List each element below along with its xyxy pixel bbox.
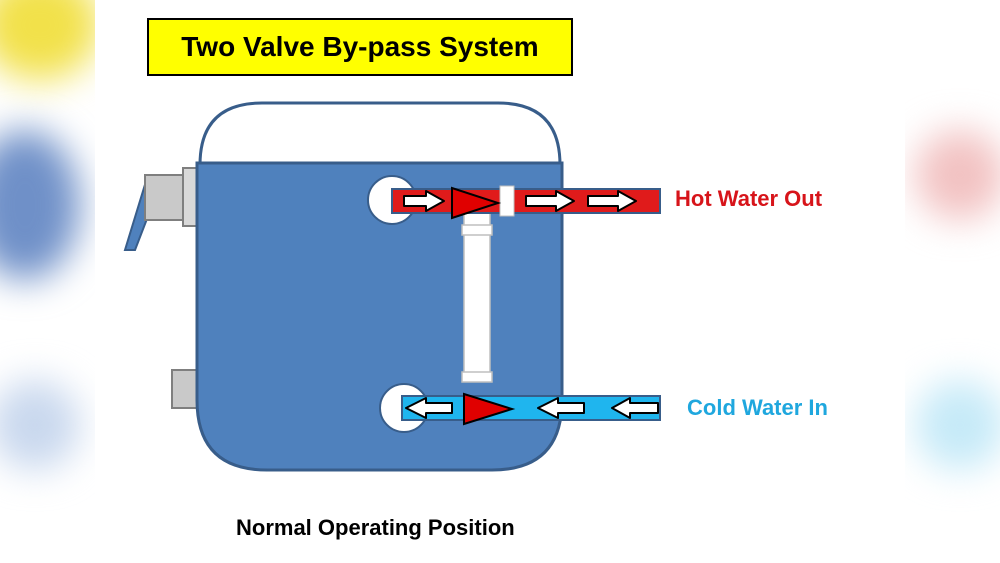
caption: Normal Operating Position <box>236 515 515 540</box>
tank-top <box>198 101 562 167</box>
blurred-background-right <box>905 0 1000 563</box>
blurred-background-left <box>0 0 95 563</box>
cold-flow-arrows <box>405 397 659 419</box>
hot-valve-icon <box>451 186 502 220</box>
arrow-left-icon <box>537 397 585 419</box>
hot-flow-arrows <box>403 190 637 212</box>
title-box: Two Valve By-pass System <box>147 18 573 76</box>
arrow-left-icon <box>405 397 453 419</box>
arrow-right-icon <box>587 190 637 212</box>
cold-water-label: Cold Water In <box>687 395 828 420</box>
arrow-left-icon <box>611 397 659 419</box>
hot-water-label: Hot Water Out <box>675 186 823 211</box>
arrow-right-icon <box>403 190 445 212</box>
bypass-pipe <box>461 209 493 383</box>
relief-valve <box>123 167 200 251</box>
page-title: Two Valve By-pass System <box>181 31 539 62</box>
arrow-right-icon <box>525 190 575 212</box>
cold-valve-icon <box>463 392 516 426</box>
